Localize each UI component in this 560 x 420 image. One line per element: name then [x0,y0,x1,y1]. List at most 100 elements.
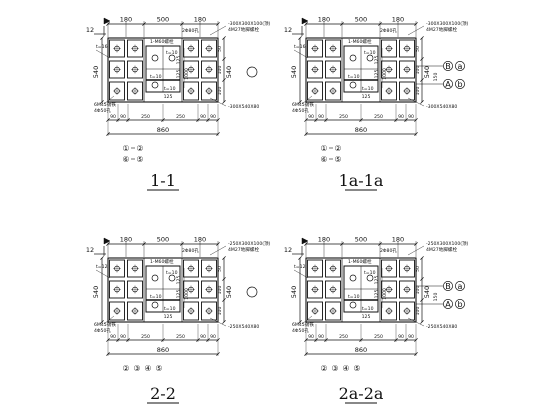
cell-box [325,39,341,58]
dim-tick [222,36,226,40]
rib-note: t=10 [362,306,374,312]
bottom-dim-value: 250 [374,334,383,340]
leader-line [301,315,313,325]
top-plate-note-b: 4M27地脚螺栓 [426,26,458,33]
total-width-value: 860 [355,346,367,354]
axis-bubble [443,281,453,291]
anchor-bolt [349,81,357,89]
top-dim-value: 500 [157,16,169,24]
part-marker: ① [122,144,129,153]
inner-dim-value: 1000 [184,288,190,300]
dim-tick [414,22,418,26]
dim-tick [304,22,308,26]
leader-line [95,269,111,279]
cell-box [307,60,323,79]
dim-tick [304,242,308,246]
cell-box [381,81,397,101]
inner-dim-value: 125 [362,94,371,100]
dim-tick [216,22,220,26]
dim-tick [100,36,104,40]
inner-dim-value: 1000 [382,68,388,80]
mid-dim-value: 100 [217,307,223,316]
bottom-dim-value: 90 [210,334,216,340]
cell-box [399,81,415,101]
cell-box [109,39,125,58]
part-marker: ④ [144,364,151,373]
top-dim-value: 500 [157,236,169,244]
rib-note: t=10 [164,306,176,312]
cell-box [307,301,323,321]
cap-note: 2Φ80孔 [182,247,199,254]
rib-note: t=10 [164,86,176,92]
rib-note: t=10 [348,74,360,80]
cell-box [381,39,397,58]
dim-tick [222,57,226,61]
bottom-dim-value: 90 [200,334,206,340]
left-dim-value: 540 [92,66,100,78]
dim-tick [222,320,226,324]
anchor-bolt [168,274,176,282]
bottom-dim-value: 90 [408,114,414,120]
mid-dim-value: 100 [415,66,421,75]
top-plate-note-b: 4M27地脚螺栓 [426,246,458,253]
dim-tick [298,100,302,104]
leader-line [301,95,313,105]
bottom-dim-value: 250 [374,114,383,120]
rib-note: t=10 [348,294,360,300]
top-plate-note-b: 4M27地脚螺栓 [228,26,260,33]
bottom-dim-value: 90 [398,114,404,120]
elevation-value: 12 [86,246,94,254]
base-plate-note: -250X540X80 [228,324,259,330]
dim-tick [378,242,382,246]
leader-line [293,49,309,59]
right-dim-value: 540 [225,286,233,298]
cell-box [183,280,199,299]
total-width-value: 860 [355,126,367,134]
rib-note: t=10 [166,50,178,56]
mid-dim-value: 100 [217,87,223,96]
rib-note: 1-M60螺栓 [150,258,174,265]
cell-box [399,280,415,299]
cell-box [381,301,397,321]
top-dim-value: 180 [392,16,404,24]
bottom-dim-value: 90 [308,114,314,120]
plate-thickness-note: t=12 [294,264,306,270]
axis-bubble [443,61,453,71]
top-plate-note-b: 4M27地脚螺栓 [228,246,260,253]
rib-note: 1-M60螺栓 [348,258,372,265]
top-dim-value: 180 [120,236,132,244]
dim-tick [340,22,344,26]
dim-tick [420,57,424,61]
mid-dim-value: 100 [415,286,421,295]
axis-label: a [458,62,463,71]
cell-box [325,259,341,278]
top-dim-value: 180 [318,16,330,24]
dim-tick [222,256,226,260]
axis-label: A [445,80,451,89]
right-dim-value: 540 [423,66,431,78]
left-dim-value: 540 [92,286,100,298]
part-marker: ④ [342,364,349,373]
cell-box [109,280,125,299]
leader-line [209,317,227,327]
bolt-note: 6M45锡铁 [292,101,314,108]
axis-gap-value: 150 [433,293,439,302]
axis-bubble [443,299,453,309]
plate-thickness-note: t=16 [96,44,108,50]
anchor-bolt [349,274,357,282]
cell-box [127,301,143,321]
base-outline [107,37,219,103]
cell-box [127,81,143,101]
cell-box [127,60,143,79]
inner-dim-value: 1000 [184,68,190,80]
cell-box [307,81,323,101]
axis-label: b [457,80,462,89]
bottom-dim-value: 90 [308,334,314,340]
anchor-bolt [366,54,374,62]
base-plate-note: -300X540X80 [426,104,457,110]
mid-dim-value: 50 [415,266,421,272]
part-marker: ⑥ [320,155,327,164]
leader-line [407,25,425,36]
